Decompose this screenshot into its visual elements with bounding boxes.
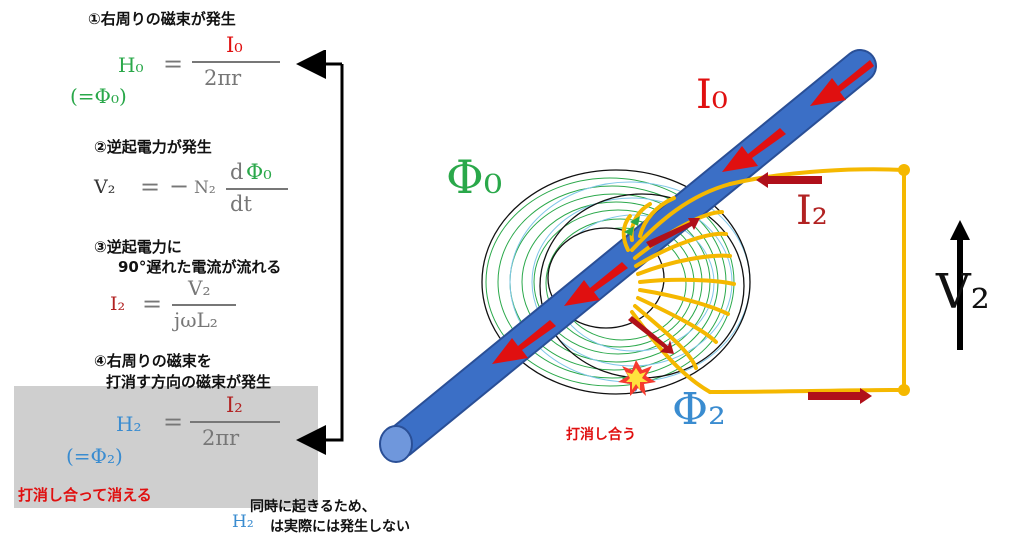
transformer-diagram	[379, 49, 970, 463]
current-arrows-i2	[628, 172, 872, 404]
eq3-lhs: I₂	[110, 293, 126, 315]
eq3-denominator: jωL₂	[174, 308, 218, 332]
step1-title: ①右周りの磁束が発生	[88, 10, 236, 28]
eq3-equals: =	[142, 290, 163, 318]
eq1-fraction-bar	[192, 61, 280, 63]
eq4-fraction-bar	[190, 421, 280, 423]
eq2-lhs: V₂	[94, 176, 116, 198]
cancel-burst-icon	[618, 360, 656, 396]
label-i2: I₂	[796, 188, 828, 234]
eq2-denominator: dt	[230, 192, 252, 216]
label-i0: I₀	[696, 72, 728, 118]
eq4-denominator: 2πr	[202, 426, 240, 450]
cancel-label: 打消し合って消える	[18, 486, 152, 504]
terminal-bottom	[898, 384, 910, 396]
eq1-denominator: 2πr	[204, 66, 242, 90]
footnote-line1: 同時に起きるため、	[250, 499, 376, 515]
eq2-phi: Φ₀	[246, 160, 272, 184]
eq4-lhs: H₂	[116, 412, 142, 436]
eq4-alt: (=Φ₂)	[66, 444, 123, 468]
eq2-fraction-bar	[226, 188, 288, 190]
cancel-highlight-box	[14, 386, 318, 508]
eq4-numerator: I₂	[226, 393, 243, 417]
core-outer-outline	[481, 169, 751, 395]
eq2-equals: =	[140, 173, 161, 201]
step2-title: ②逆起電力が発生	[94, 138, 212, 156]
terminal-top	[898, 164, 910, 176]
step4-title: ④右周りの磁束を	[94, 352, 212, 370]
step4-title-line2: 打消す方向の磁束が発生	[106, 373, 272, 391]
footnote-h2: H₂	[232, 512, 254, 532]
eq1-alt: (=Φ₀)	[70, 84, 127, 108]
label-phi2: Φ₂	[672, 384, 726, 435]
eq2-d: d	[230, 160, 244, 184]
eq3-numerator: V₂	[188, 276, 211, 300]
secondary-winding	[621, 167, 906, 394]
eq1-lhs: H₀	[118, 53, 144, 77]
label-phi0: Φ₀	[446, 150, 503, 204]
feedback-bracket-arrow	[296, 50, 344, 455]
eq1-numerator: I₀	[226, 33, 243, 57]
footnote-line2: は実際には発生しない	[270, 519, 410, 535]
step3-title-line2: 90°遅れた電流が流れる	[118, 258, 282, 276]
eq3-fraction-bar	[172, 304, 236, 306]
eq1-equals: =	[163, 50, 184, 78]
current-arrows-i0	[492, 60, 874, 364]
label-cancel-small: 打消し合う	[566, 427, 636, 443]
label-v2: V₂	[936, 264, 990, 320]
eq4-equals: =	[163, 408, 184, 436]
step3-title: ③逆起電力に	[94, 238, 182, 256]
eq2-minus: −	[169, 172, 190, 200]
eq2-coefficient: N₂	[194, 178, 216, 198]
v2-arrow	[950, 220, 970, 350]
primary-rod	[379, 49, 877, 463]
